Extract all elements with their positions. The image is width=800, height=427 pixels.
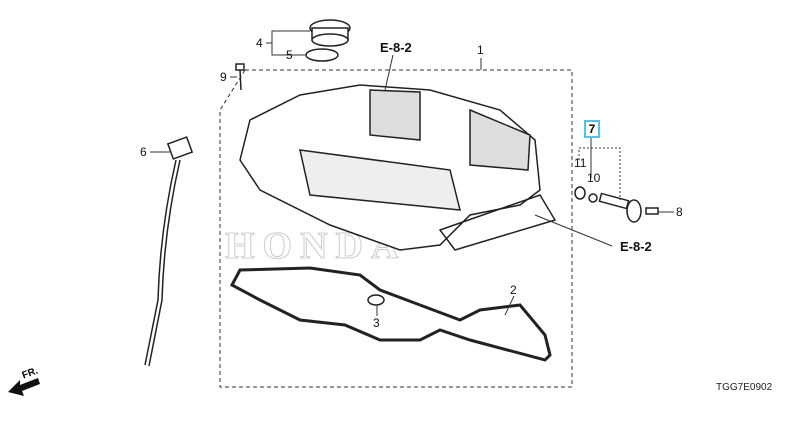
- sensor-part-7: [598, 192, 630, 210]
- o-ring-part-5: [305, 48, 339, 62]
- callout-9[interactable]: 9: [220, 70, 227, 84]
- sensor-flange: [626, 199, 642, 223]
- callout-4[interactable]: 4: [256, 36, 263, 50]
- valve-cover-part-1: [239, 84, 557, 251]
- gasket-part-2: [229, 266, 552, 362]
- cross-ref-e-8-2-right[interactable]: E-8-2: [620, 239, 652, 254]
- callout-11[interactable]: 11: [574, 156, 587, 170]
- seal-part-3: [367, 294, 385, 306]
- bolt-part-9: [235, 63, 245, 91]
- washer-part-11: [574, 186, 586, 200]
- leader-lines: [150, 30, 674, 316]
- callout-8[interactable]: 8: [676, 205, 683, 219]
- callout-2[interactable]: 2: [510, 283, 517, 297]
- callout-7-highlighted[interactable]: 7: [584, 120, 600, 138]
- callout-1[interactable]: 1: [477, 43, 484, 57]
- assembly-frame: [219, 69, 573, 388]
- callout-10[interactable]: 10: [587, 171, 601, 185]
- oil-filler-cap-part-4: [305, 19, 351, 62]
- front-direction-arrow-icon: [8, 378, 40, 396]
- callout-3[interactable]: 3: [373, 316, 380, 330]
- o-ring-part-10: [588, 193, 598, 203]
- bolt-part-8: [645, 207, 659, 215]
- callout-6[interactable]: 6: [140, 145, 147, 159]
- cross-ref-e-8-2-top[interactable]: E-8-2: [380, 40, 412, 55]
- diagram-code: TGG7E0902: [716, 382, 773, 393]
- callout-5[interactable]: 5: [286, 48, 293, 62]
- dipstick-part-6: [144, 136, 194, 367]
